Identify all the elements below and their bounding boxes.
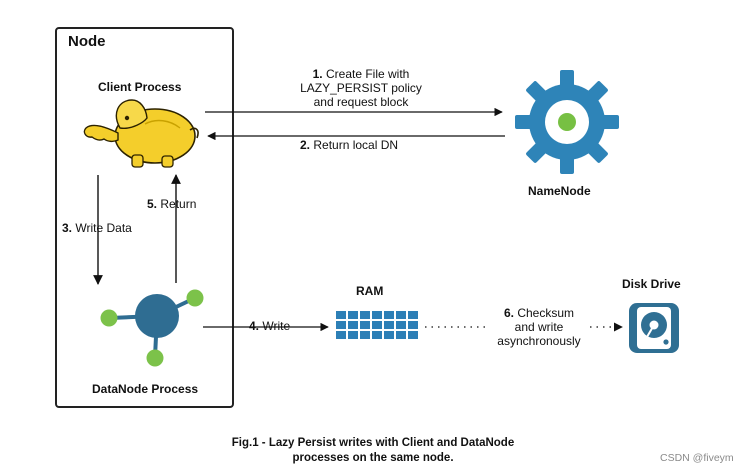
step-1-label: 1. Create File with LAZY_PERSIST policy …: [266, 67, 456, 109]
caption-line-1: Fig.1 - Lazy Persist writes with Client …: [231, 437, 515, 449]
step-5-label: 5. Return: [147, 197, 196, 211]
step-2-number: 2.: [300, 138, 311, 152]
step-2-text: Return local DN: [313, 138, 399, 152]
step-6-line-3: asynchronously: [497, 334, 581, 348]
step-3-number: 3.: [62, 221, 73, 235]
step-4-number: 4.: [249, 319, 260, 333]
step-1-number: 1.: [312, 67, 323, 81]
step-5-text: Return: [160, 197, 197, 211]
caption-line-2: processes on the same node.: [292, 452, 454, 464]
step-6-number: 6.: [503, 306, 514, 320]
namenode-label: NameNode: [528, 184, 591, 198]
step-4-label: 4. Write: [249, 319, 290, 333]
figure-caption: Fig.1 - Lazy Persist writes with Client …: [223, 436, 523, 466]
step-6-label: 6. Checksum and write asynchronously: [482, 306, 596, 348]
disk-drive-icon: [629, 303, 679, 353]
step-3-label: 3. Write Data: [62, 221, 132, 235]
step-6-line-2: and write: [514, 320, 564, 334]
step-1-line-3: and request block: [313, 95, 409, 109]
node-title: Node: [68, 33, 106, 50]
disk-drive-label: Disk Drive: [622, 277, 681, 291]
step-5-number: 5.: [147, 197, 158, 211]
watermark: CSDN @fiveym: [660, 452, 734, 464]
step-1-line-1: Create File with: [325, 67, 410, 81]
step-2-label: 2. Return local DN: [300, 138, 398, 152]
node-box: [55, 27, 234, 408]
step-6-line-1: Checksum: [517, 306, 575, 320]
step-4-text: Write: [262, 319, 291, 333]
ram-label: RAM: [356, 284, 384, 298]
client-process-label: Client Process: [98, 80, 182, 94]
datanode-process-label: DataNode Process: [92, 382, 199, 396]
ram-grid-icon: [336, 311, 418, 339]
step-3-text: Write Data: [75, 221, 132, 235]
hadoop-elephant-icon: [83, 99, 199, 168]
namenode-gear-icon: [515, 70, 619, 174]
datanode-hub-icon: [100, 289, 204, 367]
step-1-line-2: LAZY_PERSIST policy: [300, 81, 422, 95]
